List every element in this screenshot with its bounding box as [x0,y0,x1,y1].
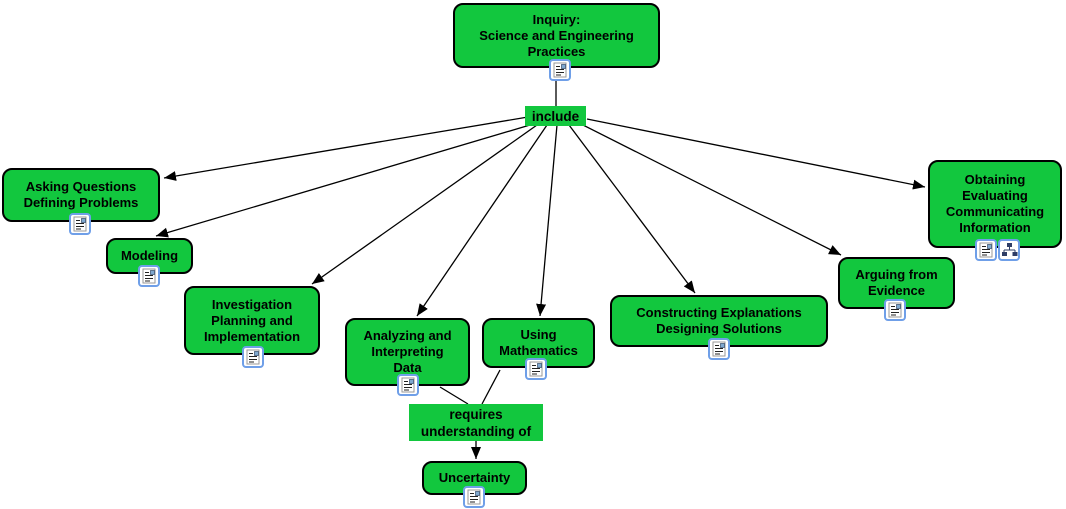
document-resource-icon[interactable] [69,213,91,235]
concept-using-mathematics-label: Using Mathematics [499,327,578,358]
concept-asking-questions-label: Asking Questions Defining Problems [23,179,139,210]
concept-obtaining-information-label: Obtaining Evaluating Communicating Infor… [945,172,1045,235]
concept-uncertainty-label: Uncertainty [438,470,511,485]
edge-include-to-obtaining [586,118,926,190]
edge-analyzing-to-requires [439,386,469,405]
concept-arguing-evidence-label: Arguing from Evidence [855,267,938,298]
document-resource-icon[interactable] [242,346,264,368]
document-resource-icon[interactable] [884,299,906,321]
concept-constructing-explanations-label: Constructing Explanations Designing Solu… [636,305,802,336]
linking-phrase-include-label: include [531,108,580,124]
document-resource-icon[interactable] [397,374,419,396]
edge-include-to-constructing [568,124,696,294]
concept-investigation-label: Investigation Planning and Implementatio… [203,296,301,344]
document-resource-icon[interactable] [549,59,571,81]
concept-analyzing-data-label: Analyzing and Interpreting Data [363,328,452,375]
document-resource-icon[interactable] [463,486,485,508]
concept-inquiry-label: Inquiry: Science and Engineering Practic… [479,11,634,59]
edge-include-to-asking [163,116,529,181]
concept-inquiry[interactable]: Inquiry: Science and Engineering Practic… [453,3,660,68]
edge-include-to-modeling [155,124,531,238]
linking-phrase-include[interactable]: include [525,106,586,126]
document-resource-icon[interactable] [975,239,997,261]
document-resource-icon[interactable] [708,338,730,360]
linking-phrase-requires-understanding-label: requires understanding of [420,406,532,439]
edge-include-to-arguing [580,123,842,256]
document-resource-icon[interactable] [138,265,160,287]
concept-obtaining-information[interactable]: Obtaining Evaluating Communicating Infor… [928,160,1062,248]
linking-phrase-requires-understanding[interactable]: requires understanding of [409,404,543,441]
concept-map-resource-icon[interactable] [998,239,1020,261]
edge-include-to-analyzing [416,124,548,317]
edge-include-to-using-math [536,124,558,317]
edge-include-to-investigation [311,124,538,285]
concept-modeling-label: Modeling [120,248,179,263]
edge-using-math-to-requires [481,369,501,405]
concept-investigation[interactable]: Investigation Planning and Implementatio… [184,286,320,355]
document-resource-icon[interactable] [525,358,547,380]
